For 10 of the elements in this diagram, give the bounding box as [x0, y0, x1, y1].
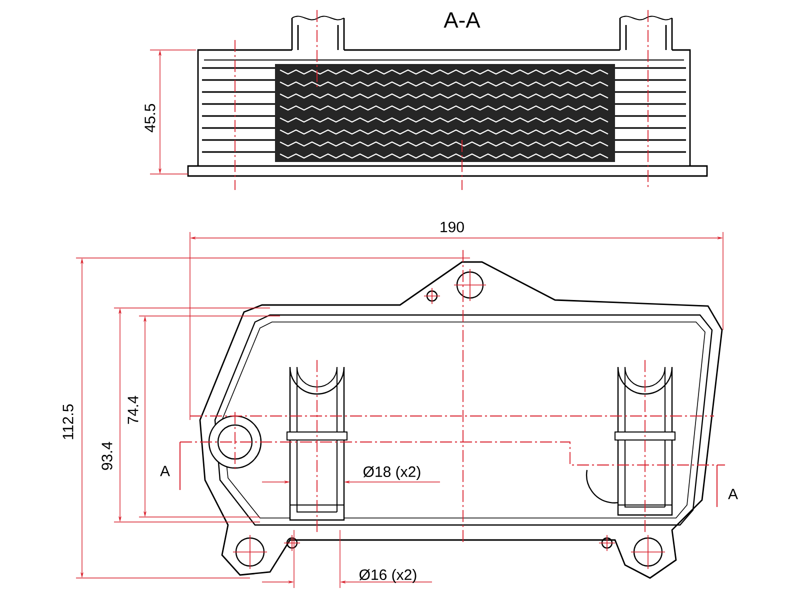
dimension-label: 74.4 — [128, 396, 138, 424]
section-marker: A — [160, 466, 170, 476]
dimension-label: 190 — [440, 222, 464, 232]
section-title: A-A — [444, 12, 480, 28]
dimension-label: 93.4 — [102, 442, 112, 470]
section-marker: A — [728, 488, 738, 500]
dimension-label: Ø18 (x2) — [363, 466, 420, 480]
dimension-label: 45.5 — [144, 104, 156, 132]
dimension-label: Ø16 (x2) — [359, 569, 416, 583]
dimension-label: 112.5 — [62, 404, 74, 440]
